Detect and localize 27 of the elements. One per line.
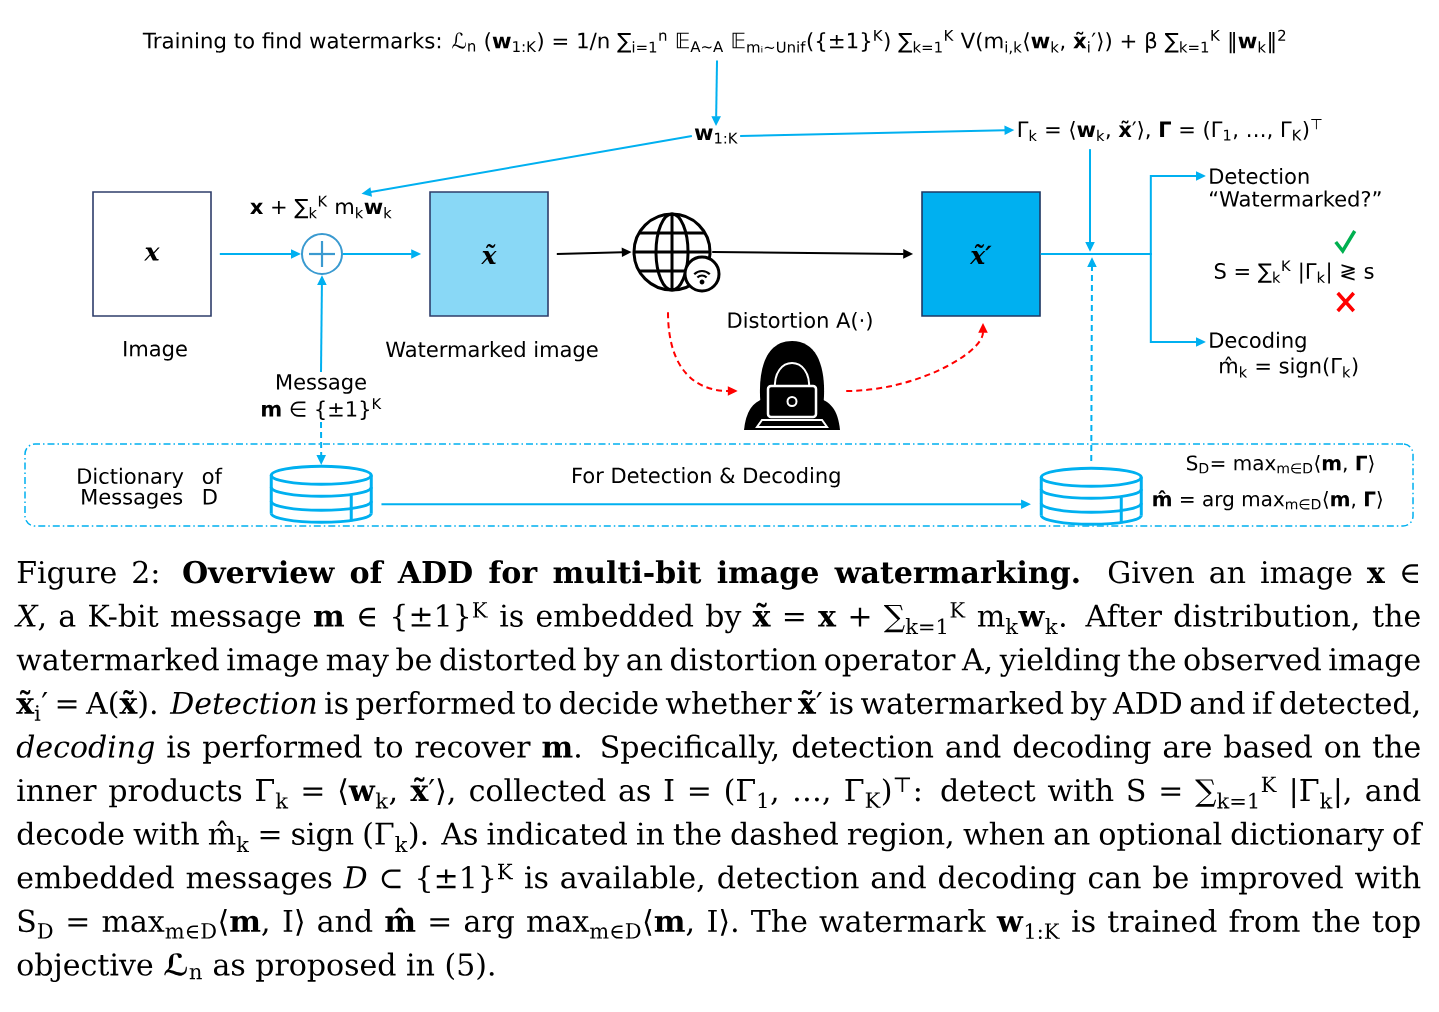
formula-label: Γ$_{k}$ = ⟨w$_{k}$, x̃′⟩, Γ = (Γ$_{1}$, …, Γ$_{K}$)$^{⊤}$ <box>1018 119 1322 141</box>
decoding-label: Decoding <box>1210 331 1306 353</box>
database-icon <box>1039 466 1143 526</box>
formula-label: m̂ = arg max$_{m∈D}$⟨m, Γ⟩ <box>1153 490 1382 511</box>
message-label: Message <box>277 374 366 394</box>
question-label: “Watermarked?” <box>1210 190 1381 207</box>
image-box: x <box>92 191 212 317</box>
adder-symbol <box>301 233 343 275</box>
dictionary-label: Dictionary of Messages D <box>78 467 223 509</box>
formula-text: Training to find watermarks: ℒ$_{n}$ (w$_{1:K}$) = 1/n ∑$_{i=1}$$^{n}$ 𝔼$_{A∼A}$ 𝔼$_{mᵢ∼Unif}$({±1}$^{K}$) ∑$_{k=1}$$^{K}$ V(m$_{i,k}$⟨w$_{k}$, x̃$_{i}$′⟩) + β ∑$_{k=1}$$^{K}$ ‖w$_{k}$‖$^{2}$ <box>142 29 1286 55</box>
detection-label: Detection <box>1210 167 1309 185</box>
image-caption: Image <box>124 341 187 361</box>
image-box: x̃ <box>429 191 549 317</box>
formula-label: m ∈ {±1}$^{K}$ <box>262 398 382 420</box>
formula-label: m̂$_{k}$ = sign(Γ$_{k}$) <box>1220 356 1358 378</box>
formula-label: S = ∑$_{k}$$^{K}$ |Γ$_{k}$| ≷ s <box>1214 260 1374 284</box>
image-box: x̃′ <box>921 191 1041 317</box>
distortion-label: Distortion A(⋅) <box>728 311 872 331</box>
hacker-icon <box>744 341 840 430</box>
edge-label: For Detection & Decoding <box>570 466 843 489</box>
math-label: w$_{1:K}$ <box>694 128 738 144</box>
formula-label: x + ∑$_{k}$$^{K}$ m$_{k}$w$_{k}$ <box>250 195 392 219</box>
formula-label: S$_{D}$= max$_{m∈D}$⟨m, Γ⟩ <box>1187 455 1374 474</box>
database-icon <box>269 464 373 524</box>
image-caption: Watermarked image <box>386 341 598 362</box>
dashed-region <box>24 443 1414 527</box>
figure-caption: Figure 2: Overview of ADD for multi-bit image watermarking. Given an image x ∈ X, a K-bit message m∈ {±1}$^{K}$ is embedded by x̃ = x + ∑$_{k=1}$$^{K}$ m$_{k}$w$_{k}$. After distribution, the watermarked image may be distorted by an distortion operator A, yielding the observed image x̃$_{i}$′ = A(x̃). Detection is performed to decide whether x̃′ is watermarked by ADD and if detected, decoding is performed to recover m. Specifically, detection and decoding are based on the inner products Γ$_{k}$ = ⟨w$_{k}$, x̃′⟩, collected as I = (Γ$_{1}$, …, Γ$_{K}$)$^{⊤}$: detect with S = ∑$_{k=1}$$^{K}$ |Γ$_{k}$|, and decode with m̂$_{k}$ = sign (Γ$_{k}$). As indicated in the dashed region, when an optional dictionary of embedded messages D ⊂ {±1}$^{K}$ is available, detection and decoding can be improved with S$_{D}$ = max$_{m∈D}$⟨m, I⟩ and m̂ = arg max$_{m∈D}$⟨m, I⟩. The watermark w$_{1:K}$ is trained from the top objective ℒ$_{n}$ as proposed in (5). <box>14 560 1423 983</box>
